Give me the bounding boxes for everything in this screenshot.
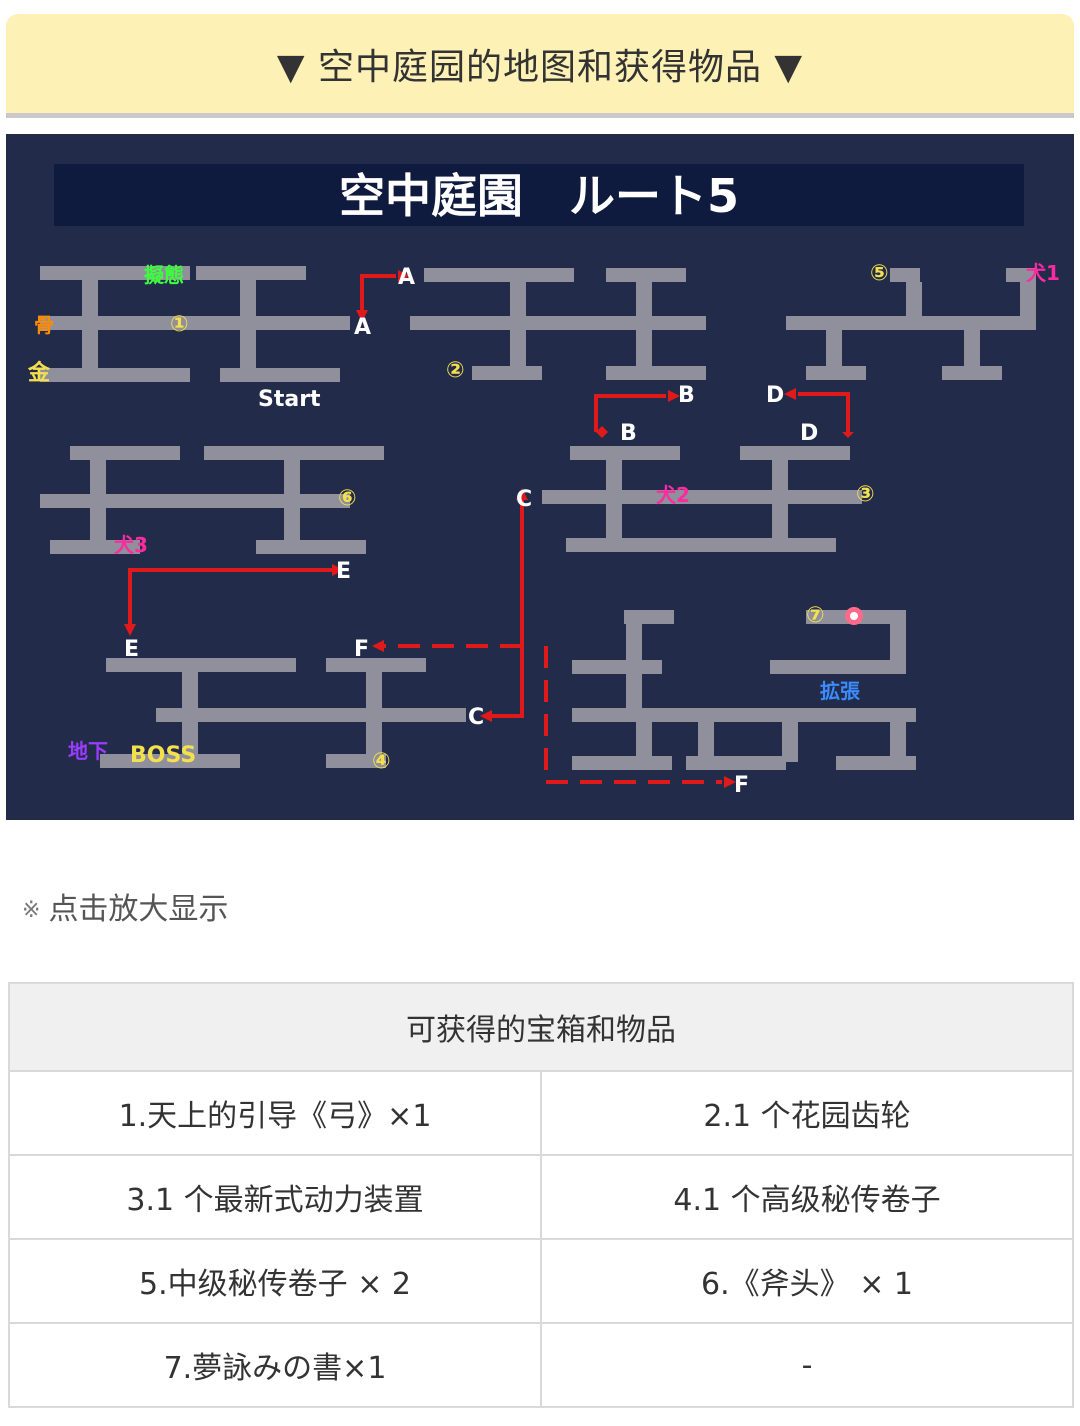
underground-label: 地下 — [68, 739, 108, 763]
table-row: 1.天上的引导《弓》×1 2.1 个花园齿轮 — [8, 1070, 1074, 1156]
route-label-b2: B — [620, 421, 637, 446]
items-table-header: 可获得的宝箱和物品 — [8, 982, 1074, 1072]
table-row: 7.夢詠みの書×1 - — [8, 1322, 1074, 1408]
items-table: 可获得的宝箱和物品 1.天上的引导《弓》×1 2.1 个花园齿轮 3.1 个最新… — [8, 982, 1074, 1408]
item-marker-2: ② — [446, 358, 465, 383]
arrow-heads — [124, 270, 854, 788]
dog1-label: 犬1 — [1026, 261, 1060, 285]
note-mark: ※ — [22, 898, 41, 923]
table-cell: - — [540, 1322, 1074, 1408]
dungeon-map-image[interactable]: 空中庭園 ルート5 — [6, 134, 1074, 820]
map-corridors — [40, 266, 1036, 770]
start-label: Start — [258, 387, 321, 412]
route-label-a1: A — [398, 265, 415, 290]
route-label-d1: D — [766, 383, 784, 408]
route-label-c2: C — [468, 705, 484, 730]
item-marker-5: ⑤ — [870, 261, 889, 286]
route-label-b1: B — [678, 383, 695, 408]
gold-label: 金 — [27, 360, 51, 386]
mimic-label: 擬態 — [144, 263, 184, 287]
dog3-label: 犬3 — [114, 533, 148, 557]
item-marker-6: ⑥ — [338, 486, 357, 511]
table-row: 5.中级秘传卷子 × 2 6.《斧头》 × 1 — [8, 1238, 1074, 1324]
table-cell: 1.天上的引导《弓》×1 — [8, 1070, 542, 1156]
section-title: ▼ 空中庭园的地图和获得物品 ▼ — [276, 46, 804, 88]
route-label-c1: C — [516, 487, 532, 512]
table-cell: 4.1 个高级秘传卷子 — [540, 1154, 1074, 1240]
table-cell: 5.中级秘传卷子 × 2 — [8, 1238, 542, 1324]
route-label-a2: A — [354, 315, 371, 340]
item-marker-4: ④ — [372, 749, 391, 774]
bone-label: 骨 — [34, 313, 54, 337]
dog2-label: 犬2 — [656, 483, 690, 507]
map-title: 空中庭園 ルート5 — [339, 169, 739, 223]
item-marker-7: ⑦ — [806, 603, 825, 628]
section-header: ▼ 空中庭园的地图和获得物品 ▼ — [6, 14, 1074, 118]
route-label-e2: E — [124, 637, 139, 662]
map-title-bar — [54, 164, 1024, 226]
expansion-label: 拡張 — [820, 679, 861, 703]
table-cell: 7.夢詠みの書×1 — [8, 1322, 542, 1408]
route-label-d2: D — [800, 421, 818, 446]
route-label-f1: F — [354, 637, 369, 662]
route-label-f2: F — [734, 773, 749, 798]
table-cell: 6.《斧头》 × 1 — [540, 1238, 1074, 1324]
table-cell: 3.1 个最新式动力装置 — [8, 1154, 542, 1240]
item-marker-3: ③ — [856, 482, 875, 507]
route-label-e1: E — [336, 559, 351, 584]
table-row: 3.1 个最新式动力装置 4.1 个高级秘传卷子 — [8, 1154, 1074, 1240]
note-text: 点击放大显示 — [48, 892, 229, 927]
boss-label: BOSS — [130, 743, 196, 768]
table-cell: 2.1 个花园齿轮 — [540, 1070, 1074, 1156]
item-marker-1: ① — [170, 312, 189, 337]
zoom-note: ※ 点击放大显示 — [22, 884, 228, 928]
route-arrows — [128, 274, 850, 784]
